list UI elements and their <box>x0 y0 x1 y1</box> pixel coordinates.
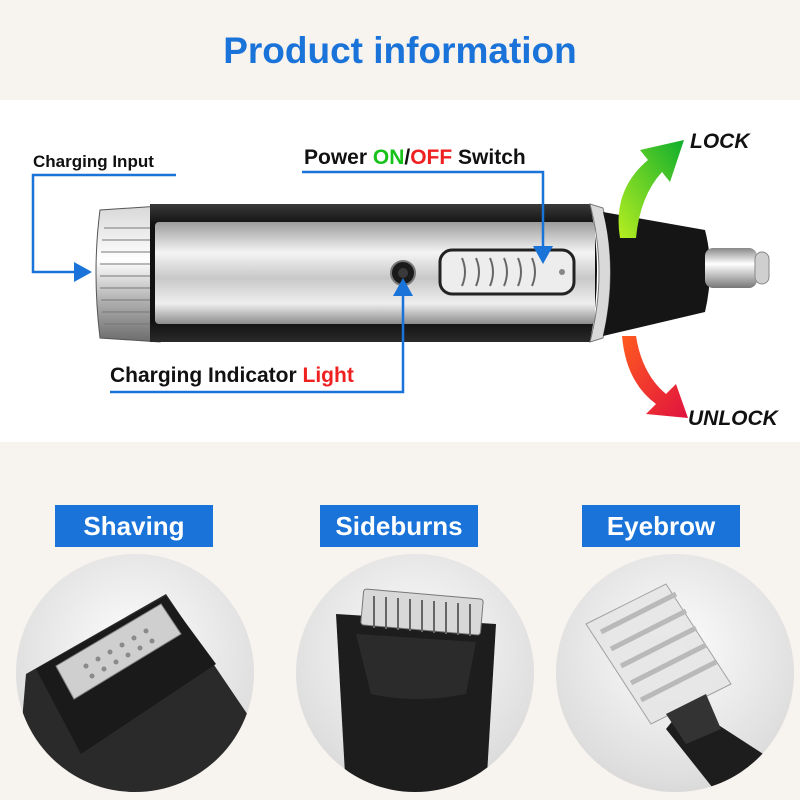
eyebrow-head-image <box>556 554 794 792</box>
indicator-label: Charging Indicator Light <box>110 364 354 388</box>
arrow-head-power-switch <box>533 246 553 264</box>
indicator-prefix: Charging Indicator <box>110 364 303 387</box>
attachment-label-shaving: Shaving <box>55 505 213 547</box>
attachment-label-eyebrow: Eyebrow <box>582 505 740 547</box>
trimmer-tip <box>705 248 757 288</box>
unlock-arrow <box>622 336 688 418</box>
power-switch-label: Power ON/OFF Switch <box>304 146 526 170</box>
indicator-leader <box>110 292 405 394</box>
power-sep-text: / <box>404 146 411 169</box>
unlock-label: UNLOCK <box>688 407 778 430</box>
brushed-steel-panel <box>155 222 595 324</box>
power-off-text: OFF <box>410 146 453 169</box>
arrow-head-indicator <box>393 278 413 296</box>
lock-arrow <box>618 140 684 238</box>
sideburns-head-image <box>296 554 534 792</box>
lock-label: LOCK <box>690 130 750 153</box>
indicator-highlight: Light <box>302 364 354 387</box>
trimmer-illustration <box>31 140 770 418</box>
switch-grip <box>461 257 536 287</box>
arrow-head-charging-input <box>74 262 92 282</box>
power-switch-prefix: Power <box>304 146 373 169</box>
power-switch-suffix: Switch <box>452 146 526 169</box>
trimmer-neck <box>603 212 710 336</box>
shaving-head-image <box>16 554 254 792</box>
clipper-teeth <box>100 227 150 325</box>
shaving-foil <box>55 603 182 700</box>
attachment-label-sideburns: Sideburns <box>320 505 478 547</box>
page-title: Product information <box>223 30 577 71</box>
power-on-text: ON <box>372 146 405 169</box>
charging-input-label: Charging Input <box>33 152 154 171</box>
charging-input-leader <box>31 173 176 274</box>
power-switch-leader <box>302 170 545 248</box>
